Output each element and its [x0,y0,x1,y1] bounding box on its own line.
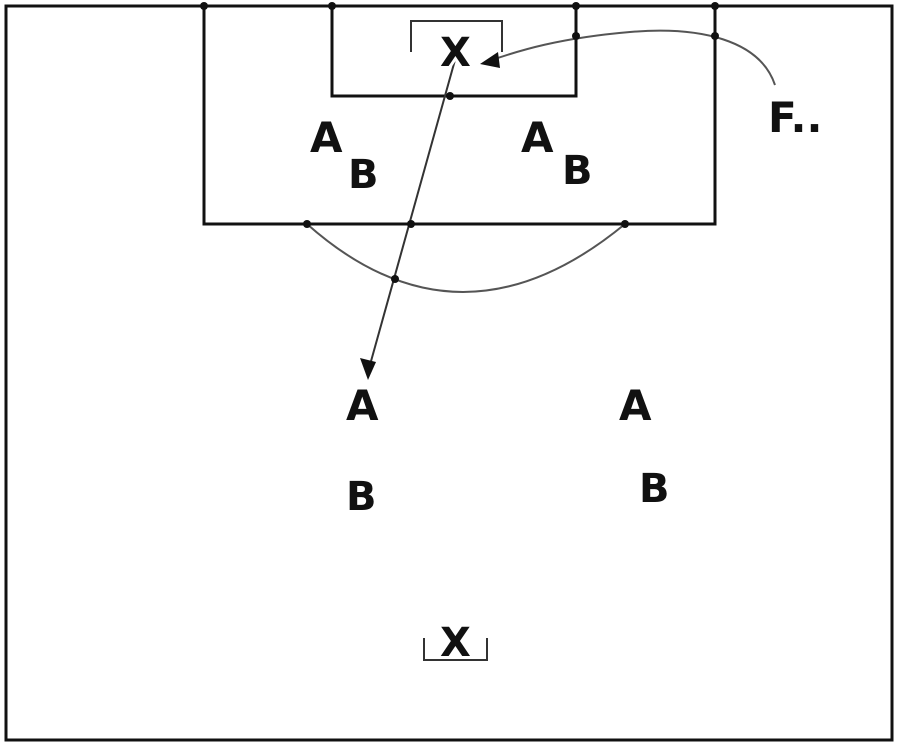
player-a-mid-right: A [619,381,652,430]
pass-line [367,59,456,373]
feed-arrowhead [480,52,500,68]
goal-frame-bottom [423,638,488,661]
goal-frame-top [410,20,503,52]
player-a-box-right: A [521,113,554,162]
player-b-mid-right: B [639,466,670,512]
pass-arrowhead [360,358,376,380]
player-b-box-left: B [348,152,379,198]
feeder-label: F.. [768,93,822,142]
player-b-mid-left: B [346,474,377,520]
penalty-arc [306,223,626,293]
player-a-mid-left: A [346,381,379,430]
player-b-box-right: B [562,148,593,194]
goalkeeper-bottom: X [440,620,471,666]
goalkeeper-top: X [440,30,471,76]
marker-dots [200,2,719,283]
feed-curve [485,29,776,86]
player-a-box-left: A [310,113,343,162]
